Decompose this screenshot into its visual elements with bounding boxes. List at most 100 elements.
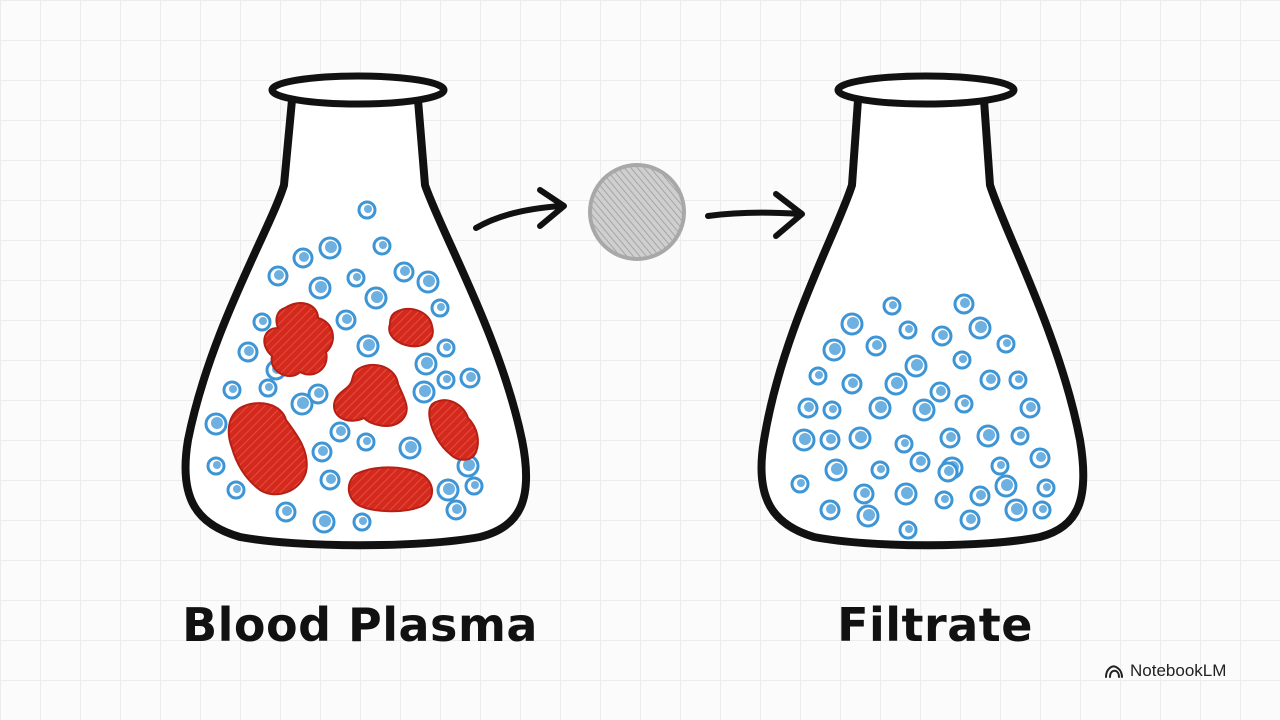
large-particle: [332, 363, 408, 427]
arrow-right-icon: [473, 203, 565, 231]
small-particle-fill: [371, 291, 383, 303]
small-particle-fill: [363, 437, 371, 445]
small-particle-fill: [211, 417, 223, 429]
small-particle-fill: [1003, 339, 1011, 347]
flask-blood-plasma: [181, 72, 531, 550]
small-particle-fill: [855, 431, 867, 443]
small-particle-fill: [872, 340, 882, 350]
small-particle-fill: [911, 359, 923, 371]
small-particle-fill: [319, 515, 331, 527]
large-particle: [227, 402, 308, 496]
small-particle-fill: [1026, 402, 1036, 412]
small-particle-fill: [976, 490, 986, 500]
small-particle-fill: [946, 432, 956, 442]
small-particle-fill: [938, 330, 948, 340]
small-particle-fill: [405, 441, 417, 453]
small-particle-fill: [419, 385, 431, 397]
small-particle-fill: [1017, 431, 1025, 439]
small-particle-fill: [901, 487, 913, 499]
small-particle-fill: [905, 325, 913, 333]
small-particle-fill: [282, 506, 292, 516]
small-particle-fill: [804, 402, 814, 412]
label-blood-plasma: Blood Plasma: [182, 598, 538, 652]
label-filtrate: Filtrate: [837, 598, 1033, 652]
small-particle-fill: [359, 517, 367, 525]
small-particle-fill: [421, 357, 433, 369]
small-particle-fill: [233, 485, 241, 493]
flask-rim-left: [268, 72, 448, 108]
small-particle-fill: [889, 301, 897, 309]
small-particle-fill: [336, 426, 346, 436]
small-particle-fill: [400, 266, 410, 276]
small-particle-fill: [848, 378, 858, 388]
small-particle-fill: [274, 270, 284, 280]
small-particle-fill: [326, 474, 336, 484]
small-particle-fill: [799, 433, 811, 445]
small-particle-fill: [847, 317, 859, 329]
arrow-to-filtrate: [705, 191, 805, 239]
small-particle-fill: [966, 514, 976, 524]
small-particle-fill: [443, 483, 455, 495]
small-particle-fill: [229, 385, 237, 393]
small-particle-fill: [829, 405, 837, 413]
small-particle-fill: [986, 374, 996, 384]
small-particle-fill: [941, 495, 949, 503]
small-particle-fill: [919, 403, 931, 415]
small-particle-fill: [318, 446, 328, 456]
small-particle-fill: [299, 252, 309, 262]
small-particle-fill: [363, 339, 375, 351]
small-particle-fill: [342, 314, 352, 324]
small-particle-fill: [901, 439, 909, 447]
filter-membrane-icon: [588, 163, 686, 261]
small-particle-fill: [443, 343, 451, 351]
small-particle-fill: [877, 465, 885, 473]
small-particle-fill: [213, 461, 221, 469]
arrow-to-filter: [473, 187, 567, 231]
small-particle-fill: [452, 504, 462, 514]
small-particle-fill: [936, 386, 946, 396]
small-particle-fill: [297, 397, 309, 409]
small-particle-fill: [875, 401, 887, 413]
flask-filtrate: [757, 72, 1088, 550]
small-particle-fill: [815, 371, 823, 379]
small-particle-fill: [863, 509, 875, 521]
large-particle: [428, 399, 479, 461]
small-particle-fill: [265, 383, 273, 391]
small-particle-fill: [1039, 505, 1047, 513]
small-particle-fill: [353, 273, 361, 281]
flask-rim-right: [834, 72, 1018, 108]
brand-watermark: NotebookLM: [1104, 660, 1226, 682]
small-particle-fill: [891, 377, 903, 389]
small-particle-fill: [959, 355, 967, 363]
large-particle: [263, 302, 334, 377]
small-particle-fill: [944, 466, 954, 476]
small-particle-fill: [259, 317, 267, 325]
small-particle-fill: [1043, 483, 1051, 491]
small-particle-fill: [983, 429, 995, 441]
small-particle-fill: [975, 321, 987, 333]
arrow-right-icon: [705, 209, 803, 219]
small-particle-fill: [1015, 375, 1023, 383]
small-particle-fill: [466, 372, 476, 382]
small-particle-fill: [314, 388, 324, 398]
small-particle-fill: [325, 241, 337, 253]
small-particle-fill: [437, 303, 445, 311]
small-particle-fill: [244, 346, 254, 356]
small-particle-fill: [960, 298, 970, 308]
small-particle-fill: [463, 459, 475, 471]
small-particle-fill: [826, 434, 836, 444]
small-particle-fill: [471, 481, 479, 489]
small-particles-right: [790, 293, 1056, 540]
small-particle-fill: [826, 504, 836, 514]
large-particles-left: [227, 302, 479, 513]
notebooklm-logo-icon: [1105, 665, 1123, 678]
small-particle-fill: [797, 479, 805, 487]
small-particle-fill: [1036, 452, 1046, 462]
large-particle: [347, 466, 433, 513]
small-particle-fill: [443, 375, 451, 383]
small-particle-fill: [1011, 503, 1023, 515]
small-particle-fill: [379, 241, 387, 249]
small-particle-fill: [315, 281, 327, 293]
